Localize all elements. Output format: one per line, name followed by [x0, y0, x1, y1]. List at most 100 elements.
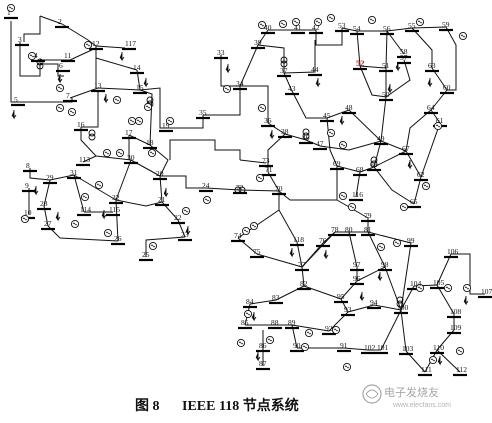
generator-wave [464, 286, 470, 290]
bus-label-112: 112 [456, 365, 467, 374]
bus-label-79: 79 [364, 211, 372, 220]
bus-label-90: 90 [293, 341, 301, 350]
bus-label-16: 16 [77, 120, 85, 129]
generator-icon [331, 325, 341, 335]
generator-icon [428, 355, 438, 365]
generator-icon [147, 148, 157, 158]
generator-icon [6, 3, 16, 13]
generator-icon [291, 17, 301, 27]
bus-label-110: 110 [433, 343, 444, 352]
bus-label-35: 35 [199, 108, 207, 117]
bus-label-97: 97 [353, 260, 361, 269]
generator-wave [183, 209, 189, 213]
generator-icon [462, 283, 472, 293]
bus-label-11: 11 [64, 51, 71, 60]
bus-label-27: 27 [44, 219, 52, 228]
bus-label-39: 39 [254, 38, 262, 47]
generator-icon [165, 116, 175, 126]
generator-icon [257, 103, 267, 113]
generator-icon [241, 226, 251, 236]
bus-label-9: 9 [25, 181, 29, 190]
bus-label-61: 61 [436, 116, 444, 125]
bus-label-81: 81 [364, 225, 372, 234]
bus-label-105: 105 [433, 278, 445, 287]
generator-icon [433, 121, 443, 131]
generator-icon [148, 241, 158, 251]
bus-label-56: 56 [383, 24, 391, 33]
generator-icon [265, 335, 275, 345]
generator-wave [69, 110, 75, 114]
bus-label-2: 2 [58, 17, 62, 26]
generator-wave [293, 20, 299, 24]
generator-wave [243, 229, 249, 233]
bus-label-43: 43 [288, 84, 296, 93]
generator-wave [85, 43, 91, 47]
bus-label-107: 107 [481, 287, 492, 296]
bus-label-45: 45 [323, 111, 331, 120]
bus-label-1: 1 [7, 8, 11, 17]
generator-icon [83, 40, 93, 50]
bus-label-50: 50 [382, 90, 390, 99]
generator-icon [255, 173, 265, 183]
bus-label-73: 73 [262, 156, 270, 165]
bus-label-34: 34 [236, 79, 244, 88]
bus-label-52: 52 [356, 58, 365, 68]
generator-icon [313, 17, 323, 27]
generator-icon [20, 214, 30, 224]
generator-wave [423, 184, 429, 188]
generator-icon [143, 102, 153, 112]
generator-icon [257, 20, 267, 30]
generator-wave [145, 105, 151, 109]
generator-wave [302, 345, 308, 349]
generator-icon [415, 17, 425, 27]
generator-wave [394, 241, 400, 245]
generator-wave [150, 244, 156, 248]
bus-label-22: 22 [174, 213, 182, 222]
bus-label-4: 4 [34, 51, 38, 60]
bus-label-64: 64 [427, 103, 435, 112]
bus-label-87: 87 [259, 359, 267, 368]
bus-label-12: 12 [92, 39, 100, 48]
generator-icon [243, 309, 253, 319]
bus-label-26: 26 [114, 234, 122, 243]
generator-icon [421, 181, 431, 191]
bus-label-111: 111 [421, 365, 432, 374]
generator-wave [306, 331, 312, 335]
generator-icon [222, 84, 232, 94]
generator-wave [435, 124, 441, 128]
bus-label-72: 72 [236, 183, 244, 192]
bus-label-82: 82 [300, 279, 308, 288]
bus-label-48: 48 [345, 103, 353, 112]
generator-wave [57, 106, 63, 110]
generator-wave [72, 222, 78, 226]
bus-label-13: 13 [94, 81, 102, 90]
generator-wave [251, 224, 257, 228]
bus-label-60: 60 [443, 83, 451, 92]
generator-icon [347, 202, 357, 212]
generator-icon [103, 228, 113, 238]
generator-icon [376, 242, 386, 252]
generator-icon [338, 191, 348, 201]
bus-label-30: 30 [127, 153, 135, 162]
generator-icon [27, 51, 37, 61]
generator-icon [181, 206, 191, 216]
generator-icon [326, 13, 336, 23]
bus-label-8: 8 [26, 161, 30, 170]
bus-label-40: 40 [264, 23, 272, 32]
watermark-logo: 电子发烧友 www.elecfans.com [362, 384, 451, 409]
generator-wave [369, 18, 375, 22]
generator-wave [344, 365, 350, 369]
bus-label-76: 76 [319, 236, 327, 245]
generator-wave [259, 23, 265, 27]
bus-label-92: 92 [325, 324, 333, 333]
generator-icon [115, 148, 125, 158]
generator-icon [67, 107, 77, 117]
generator-icon [455, 346, 465, 356]
generator-wave [114, 98, 120, 102]
bus-label-46: 46 [302, 133, 310, 142]
bus-label-94: 94 [370, 298, 378, 307]
generator-wave [349, 205, 355, 209]
generator-wave [117, 151, 123, 155]
bus-label-58: 58 [400, 47, 408, 56]
bus-label-18: 18 [146, 138, 154, 147]
